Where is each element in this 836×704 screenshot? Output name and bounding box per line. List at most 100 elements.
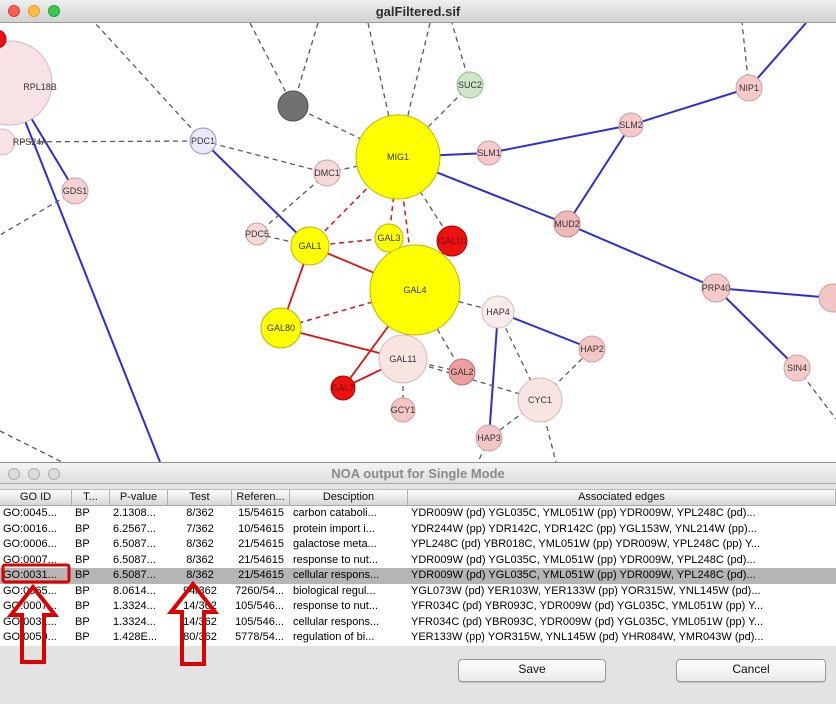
cell-test: 8/362: [186, 507, 214, 519]
svg-text:NIP1: NIP1: [739, 83, 759, 93]
column-header-2[interactable]: P-value: [110, 490, 168, 505]
cell-go_id: GO:0031...: [3, 615, 57, 628]
svg-text:HAP4: HAP4: [486, 307, 510, 317]
node-PDC5[interactable]: PDC5: [245, 222, 269, 246]
node-HAP3[interactable]: HAP3: [475, 424, 503, 452]
svg-text:GAL3: GAL3: [377, 233, 400, 243]
edge-PDC1-DMC1: [202, 140, 328, 174]
node-GCY1[interactable]: GCY1: [390, 397, 416, 423]
cell-go_id: GO:0007...: [3, 553, 57, 566]
node-MIG1[interactable]: MIG1: [355, 114, 441, 200]
cell-type: BP: [75, 538, 90, 550]
column-header-6[interactable]: Associated edges: [408, 490, 836, 505]
edge-unnamed1-MIG1: [292, 105, 399, 158]
node-GAL4[interactable]: GAL4: [369, 244, 461, 336]
node-DMC1[interactable]: DMC1: [313, 159, 341, 187]
zoom-button-inactive[interactable]: [48, 468, 60, 480]
node-unnamed2[interactable]: [818, 283, 836, 313]
node-GDS1[interactable]: GDS1: [61, 177, 89, 205]
edge-GAL4-GAL2: [414, 289, 463, 373]
node-GAL1[interactable]: GAL1: [290, 226, 330, 266]
noa-window-titlebar[interactable]: NOA output for Single Mode: [0, 462, 836, 484]
column-header-0[interactable]: GO ID: [0, 490, 72, 505]
node-GAL2[interactable]: GAL2: [448, 358, 476, 386]
node-RPL18B[interactable]: RPL18B: [0, 40, 57, 126]
cell-type: BP: [75, 615, 90, 628]
svg-text:GCY1: GCY1: [391, 405, 416, 415]
node-CYC1[interactable]: CYC1: [517, 377, 563, 423]
node-GAL7[interactable]: GAL7: [330, 375, 356, 401]
svg-text:PDC1: PDC1: [191, 136, 215, 146]
node-RPS24A[interactable]: RPS24A: [0, 128, 47, 156]
node-SUC2[interactable]: SUC2: [456, 71, 484, 99]
node-unnamed1[interactable]: [277, 90, 309, 122]
node-NIP1[interactable]: NIP1: [735, 74, 763, 102]
node-HAP2[interactable]: HAP2: [578, 335, 606, 363]
edge-PDC1-GAL1: [202, 140, 311, 247]
svg-text:MIG1: MIG1: [387, 152, 409, 162]
column-header-5[interactable]: Desciption: [290, 490, 408, 505]
svg-text:PRP40: PRP40: [702, 283, 731, 293]
minimize-button-inactive[interactable]: [28, 468, 40, 480]
save-button[interactable]: Save: [458, 659, 606, 682]
node-GAL11[interactable]: GAL11: [378, 334, 428, 384]
svg-text:SIN4: SIN4: [787, 363, 807, 373]
minimize-button[interactable]: [28, 5, 40, 17]
svg-text:GAL10: GAL10: [438, 236, 466, 246]
node-PDC1[interactable]: PDC1: [189, 127, 217, 155]
svg-text:GAL2: GAL2: [450, 367, 473, 377]
node-SLM1[interactable]: SLM1: [476, 140, 502, 166]
close-button[interactable]: [8, 5, 20, 17]
column-header-4[interactable]: Referen...: [232, 490, 290, 505]
cell-test: 8/362: [186, 569, 214, 581]
zoom-button[interactable]: [48, 5, 60, 17]
column-header-3[interactable]: Test: [168, 490, 232, 505]
cell-p_value: 6.5087...: [113, 569, 156, 581]
cell-reference: 105/546...: [235, 600, 284, 612]
cell-edges: YFR034C (pd) YBR093C, YDR009W (pd) YGL03…: [411, 615, 764, 628]
cell-p_value: 1.3324...: [113, 600, 156, 612]
inactive-traffic-lights: [8, 468, 60, 480]
cell-go_id: GO:0006...: [3, 538, 57, 550]
cell-description: protein import i...: [293, 522, 375, 535]
edge-offscreen-MIG1: [397, 23, 431, 158]
cell-description: cellular respons...: [293, 615, 380, 628]
node-SLM2[interactable]: SLM2: [618, 112, 644, 138]
node-PRP40[interactable]: PRP40: [701, 273, 731, 303]
node-MUD2[interactable]: MUD2: [553, 210, 581, 238]
node-unnamed0[interactable]: [0, 29, 7, 49]
cell-type: BP: [75, 631, 90, 643]
cell-type: BP: [75, 600, 90, 612]
node-SIN4[interactable]: SIN4: [783, 354, 811, 382]
cell-test: 94/362: [183, 584, 217, 597]
cell-description: cellular respons...: [293, 569, 380, 581]
column-header-1[interactable]: T...: [72, 490, 110, 505]
node-GAL3[interactable]: GAL3: [374, 223, 404, 253]
node-HAP4[interactable]: HAP4: [481, 295, 515, 329]
node-GAL80[interactable]: GAL80: [260, 307, 302, 349]
cell-edges: YGL073W (pd) YER103W, YER133W (pp) YOR31…: [411, 584, 761, 597]
svg-text:DMC1: DMC1: [314, 168, 340, 178]
cell-test: 7/362: [186, 522, 214, 535]
edge-offscreen-unnamed1: [249, 23, 294, 107]
cell-test: 8/362: [186, 538, 214, 550]
cell-edges: YFR034C (pd) YBR093C, YDR009W (pd) YGL03…: [411, 600, 764, 612]
cell-type: BP: [75, 584, 90, 597]
close-button-inactive[interactable]: [8, 468, 20, 480]
network-window-titlebar[interactable]: galFiltered.sif: [0, 0, 836, 23]
edge-HAP4-HAP2: [497, 311, 593, 350]
cancel-button[interactable]: Cancel: [676, 659, 826, 682]
node-GAL10[interactable]: GAL10: [436, 225, 468, 257]
cell-reference: 7260/54...: [235, 584, 284, 597]
